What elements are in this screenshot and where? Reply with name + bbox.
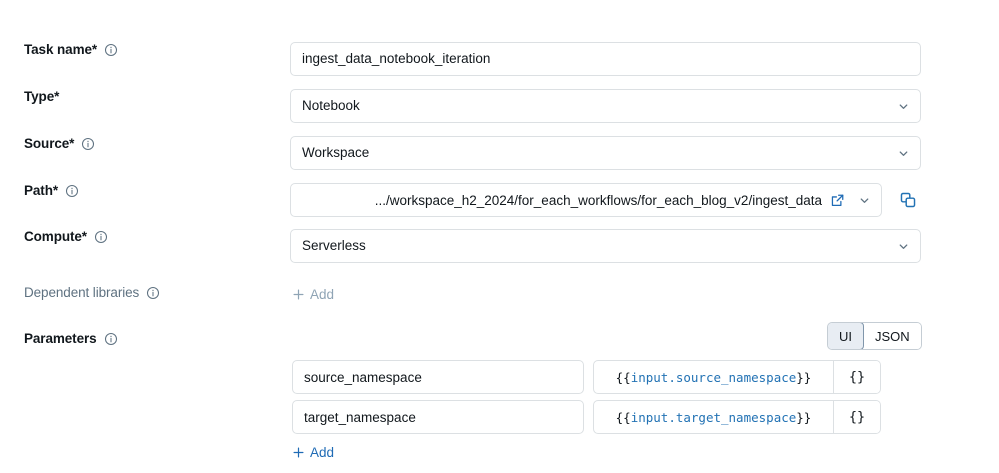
path-label-group: Path*	[0, 183, 290, 198]
info-circle-icon[interactable]	[104, 43, 118, 57]
parameter-value-prefix: {{	[615, 369, 631, 385]
task-name-label-group: Task name*	[0, 42, 290, 57]
task-name-label: Task name*	[24, 42, 98, 57]
parameter-row: source_namespace {{input.source_namespac…	[292, 360, 881, 394]
chevron-down-icon	[897, 147, 910, 160]
field-row-type: Type* Notebook	[0, 89, 999, 123]
info-circle-icon[interactable]	[81, 137, 95, 151]
source-label: Source*	[24, 136, 75, 151]
parameter-value-input[interactable]: {{input.target_namespace}}	[594, 401, 833, 433]
chevron-down-icon	[858, 194, 871, 207]
source-select[interactable]: Workspace	[290, 136, 921, 170]
info-circle-icon[interactable]	[94, 230, 108, 244]
add-parameter-label: Add	[310, 445, 335, 460]
type-value: Notebook	[302, 98, 360, 114]
field-row-task-name: Task name* ingest_data_notebook_iteratio…	[0, 42, 999, 76]
source-value: Workspace	[302, 145, 370, 161]
plus-icon	[292, 288, 305, 301]
parameters-label-group: Parameters	[0, 331, 290, 346]
parameters-view-toggle-json[interactable]: JSON	[864, 323, 921, 349]
dependent-libraries-label: Dependent libraries	[24, 285, 140, 300]
parameter-key-value: target_namespace	[304, 409, 416, 425]
task-name-value: ingest_data_notebook_iteration	[302, 51, 491, 67]
dependent-libraries-label-group: Dependent libraries	[0, 285, 290, 300]
parameter-json-editor-button[interactable]: {}	[833, 401, 880, 433]
path-select[interactable]: .../workspace_h2_2024/for_each_workflows…	[290, 183, 882, 217]
add-parameter-button[interactable]: Add	[292, 445, 334, 460]
parameter-value-suffix: }}	[796, 409, 812, 425]
external-link-icon[interactable]	[830, 193, 845, 208]
type-select[interactable]: Notebook	[290, 89, 921, 123]
parameter-value-input[interactable]: {{input.source_namespace}}	[594, 361, 833, 393]
copy-path-button[interactable]	[897, 189, 919, 211]
task-name-input[interactable]: ingest_data_notebook_iteration	[290, 42, 921, 76]
path-value: .../workspace_h2_2024/for_each_workflows…	[374, 192, 822, 208]
parameters-label: Parameters	[24, 331, 97, 346]
parameter-value-suffix: }}	[796, 369, 812, 385]
parameter-key-input[interactable]: target_namespace	[292, 400, 584, 434]
add-dependent-library-button[interactable]: Add	[292, 287, 334, 302]
parameter-row: target_namespace {{input.target_namespac…	[292, 400, 881, 434]
info-circle-icon[interactable]	[146, 286, 160, 300]
info-circle-icon[interactable]	[104, 332, 118, 346]
field-row-path: Path* .../workspace_h2_2024/for_each_wor…	[0, 183, 999, 217]
type-label: Type*	[24, 89, 60, 104]
source-label-group: Source*	[0, 136, 290, 151]
parameter-value-group: {{input.source_namespace}} {}	[593, 360, 881, 394]
field-row-compute: Compute* Serverless	[0, 229, 999, 263]
chevron-down-icon	[897, 100, 910, 113]
parameter-value-group: {{input.target_namespace}} {}	[593, 400, 881, 434]
parameter-value-expression: input.target_namespace	[630, 409, 797, 425]
compute-select[interactable]: Serverless	[290, 229, 921, 263]
field-row-dependent-libraries: Dependent libraries	[0, 285, 999, 300]
parameters-view-toggle-ui[interactable]: UI	[827, 323, 864, 349]
chevron-down-icon	[897, 240, 910, 253]
parameter-value-prefix: {{	[615, 409, 631, 425]
parameter-key-input[interactable]: source_namespace	[292, 360, 584, 394]
plus-icon	[292, 446, 305, 459]
add-dependent-library-label: Add	[310, 287, 335, 302]
parameter-value-expression: input.source_namespace	[630, 369, 797, 385]
type-label-group: Type*	[0, 89, 290, 104]
parameter-key-value: source_namespace	[304, 369, 422, 385]
parameters-view-toggle: UI JSON	[827, 322, 922, 350]
field-row-source: Source* Workspace	[0, 136, 999, 170]
field-row-parameters: Parameters	[0, 331, 999, 346]
compute-label-group: Compute*	[0, 229, 290, 244]
parameter-json-editor-button[interactable]: {}	[833, 361, 880, 393]
compute-label: Compute*	[24, 229, 87, 244]
info-circle-icon[interactable]	[65, 184, 79, 198]
path-label: Path*	[24, 183, 59, 198]
compute-value: Serverless	[302, 238, 366, 254]
